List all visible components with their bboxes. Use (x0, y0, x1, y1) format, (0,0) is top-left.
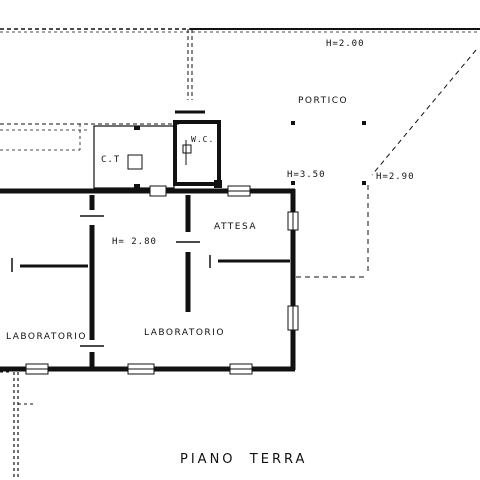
ct-wall-mark (134, 184, 140, 188)
floor-title: PIANO TERRA (180, 452, 308, 467)
height-portico-right: H=2.90 (376, 172, 415, 182)
pillar (291, 181, 295, 185)
height-portico-top: H=2.00 (326, 39, 365, 49)
height-main-room: H= 2.80 (112, 237, 157, 247)
wc-corner (214, 180, 222, 188)
room-label-laboratorio-left: LABORATORIO (6, 332, 87, 342)
wc-room (173, 120, 221, 186)
room-label-ct: C.T (101, 155, 121, 165)
ct-window (127, 154, 143, 170)
room-label-attesa: ATTESA (214, 222, 258, 232)
room-label-portico: PORTICO (298, 96, 349, 106)
window-top (149, 185, 167, 197)
pillar (362, 181, 366, 185)
ct-wall-mark (134, 126, 140, 130)
room-label-wc: W.C. (191, 135, 215, 144)
pillar (362, 121, 366, 125)
pillar (291, 121, 295, 125)
height-portico-mid: H=3.50 (287, 170, 326, 180)
wc-fixture-box (182, 144, 192, 154)
portico-diagonal (371, 49, 477, 176)
room-label-laboratorio-right: LABORATORIO (144, 328, 225, 338)
